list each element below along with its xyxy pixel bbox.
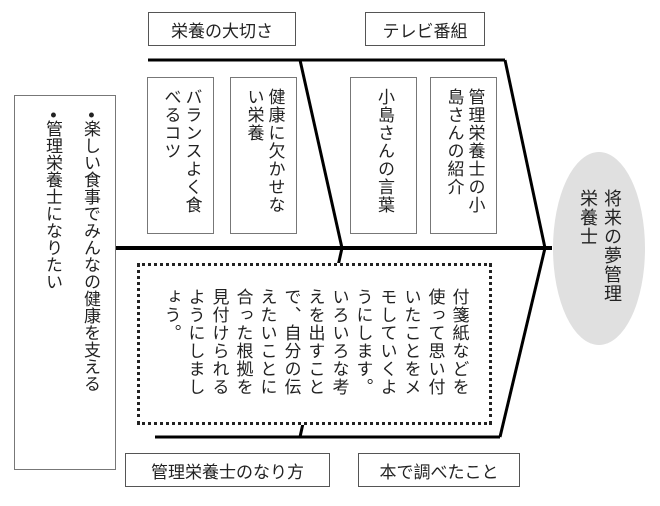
branch-label-how-to-become: 管理栄養士のなり方 — [125, 453, 330, 487]
item-text: 健康に欠かせない栄養 — [243, 88, 285, 214]
tip-note: 付箋紙などを使って思い付いたことをメモしていくようにします。いろいろな考えを出す… — [137, 263, 492, 425]
label-text: テレビ番組 — [382, 21, 468, 42]
goal-text: 将来の夢管理栄養士 — [577, 188, 622, 303]
branch-label-nutrition: 栄養の大切さ — [148, 12, 296, 46]
reasons-list: 楽しい食事でみんなの健康を支える 管理栄養士になりたい — [25, 110, 101, 450]
reasons-box: 楽しい食事でみんなの健康を支える 管理栄養士になりたい — [14, 95, 116, 470]
label-text: 栄養の大切さ — [171, 21, 273, 42]
bone-top-left — [298, 59, 344, 249]
branch-label-tv: テレビ番組 — [365, 12, 485, 46]
branch-label-books: 本で調べたこと — [358, 453, 520, 487]
bone-top-right — [503, 59, 547, 249]
item-kojima-words: 小島さんの言葉 — [350, 77, 417, 234]
label-text: 管理栄養士のなり方 — [151, 462, 304, 483]
item-text: 小島さんの言葉 — [374, 88, 394, 214]
reason-item: 楽しい食事でみんなの健康を支える — [79, 110, 101, 450]
reason-item: 管理栄養士になりたい — [41, 110, 63, 450]
goal-ellipse: 将来の夢管理栄養士 — [553, 152, 645, 345]
item-kojima-intro: 管理栄養士の小島さんの紹介 — [430, 77, 497, 234]
bone-bottom-right — [498, 247, 547, 438]
item-text: バランスよく食べるコツ — [160, 88, 202, 214]
item-balance: バランスよく食べるコツ — [147, 77, 214, 234]
item-nutrition: 健康に欠かせない栄養 — [230, 77, 297, 234]
note-text: 付箋紙などを使って思い付いたことをメモしていくようにします。いろいろな考えを出す… — [160, 288, 469, 396]
item-text: 管理栄養士の小島さんの紹介 — [443, 88, 485, 214]
label-text: 本で調べたこと — [379, 462, 499, 483]
